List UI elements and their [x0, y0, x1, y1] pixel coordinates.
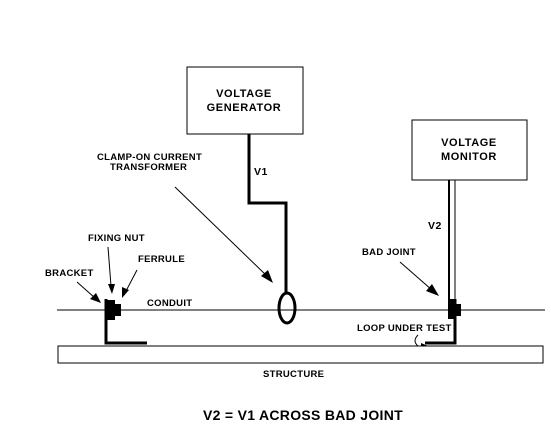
right-fixing-nut — [456, 304, 461, 316]
bad-joint-label: BAD JOINT — [362, 247, 416, 258]
structure-label: STRUCTURE — [263, 369, 324, 380]
right-ferrule — [448, 299, 456, 319]
clamp-arrowhead — [261, 270, 273, 283]
clamp-label-line2: TRANSFORMER — [110, 162, 187, 173]
fixing-nut-pointer — [107, 246, 112, 287]
diagram-caption: V2 = V1 ACROSS BAD JOINT — [203, 407, 403, 423]
generator-lead-wire — [247, 134, 288, 292]
bracket-pointer — [76, 281, 96, 299]
clamp-label-line1: CLAMP-ON CURRENT — [97, 152, 202, 163]
clamp-on-current-transformer — [277, 291, 297, 325]
clamp-pointer-arrow — [174, 186, 269, 278]
ferrule-pointer — [125, 269, 138, 292]
voltage-monitor-label-line1: VOLTAGE — [441, 137, 497, 149]
voltage-generator-label-line1: VOLTAGE — [216, 88, 272, 100]
fixing-nut-arrowhead — [108, 284, 115, 294]
fixing-nut-label: FIXING NUT — [88, 233, 145, 244]
structure-bar — [57, 345, 544, 364]
ferrule-label: FERRULE — [138, 254, 185, 265]
voltage-generator-label-line2: GENERATOR — [207, 102, 282, 114]
left-ferrule — [106, 300, 115, 320]
bad-joint-arrowhead — [426, 284, 439, 296]
v1-label: V1 — [254, 166, 268, 178]
ferrule-arrowhead — [122, 287, 129, 298]
voltage-generator-box — [186, 66, 304, 135]
left-fixing-nut — [115, 304, 121, 316]
voltage-monitor-label-line2: MONITOR — [441, 151, 497, 163]
v2-label: V2 — [428, 220, 442, 232]
voltage-monitor-box — [411, 119, 528, 181]
bracket-label: BRACKET — [45, 268, 94, 279]
bad-joint-pointer-arrow — [399, 261, 433, 291]
bracket-arrowhead — [90, 293, 101, 303]
conduit-label: CONDUIT — [147, 298, 192, 309]
loop-under-test-label: LOOP UNDER TEST — [357, 323, 452, 334]
